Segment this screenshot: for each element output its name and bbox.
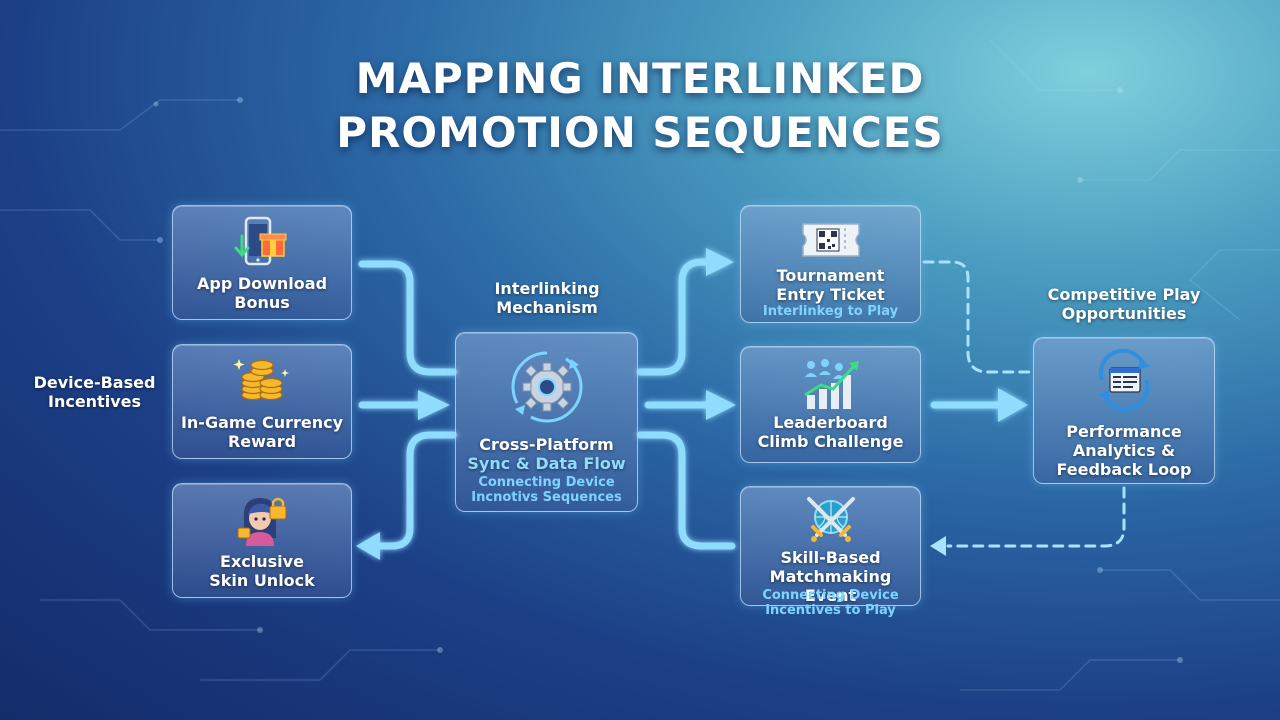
node-label-line: Analytics & [1072, 441, 1176, 460]
arrow-hub-to-tournament [636, 258, 714, 376]
node-performance-analytics[interactable]: Performance Analytics & Feedback Loop [1033, 337, 1215, 484]
leaderboard-chart-icon [803, 359, 859, 409]
node-cross-platform-hub[interactable]: Cross-Platform Sync & Data Flow Connecti… [455, 332, 638, 512]
node-label-line: Performance [1066, 422, 1182, 441]
node-app-download-bonus[interactable]: App Download Bonus [172, 205, 352, 320]
title-line-1: MAPPING INTERLINKED [355, 54, 925, 103]
section-label-line: Mechanism [496, 298, 598, 317]
gear-sync-icon [511, 351, 582, 423]
node-label-line: Matchmaking Event [769, 567, 892, 605]
node-label-line: Leaderboard [773, 413, 888, 432]
arrow-app-to-hub [358, 260, 458, 376]
title-line-2: PROMOTION SEQUENCES [336, 108, 944, 157]
node-in-game-currency-reward[interactable]: In-Game Currency Reward [172, 344, 352, 459]
page-title: MAPPING INTERLINKED PROMOTION SEQUENCES [0, 52, 1280, 160]
node-accent-label: Sync & Data Flow [460, 454, 633, 473]
node-sublabel-line: Incnotivs Sequences [471, 490, 622, 505]
node-label: Tournament Entry Ticket [745, 266, 916, 304]
node-label-line: Cross-Platform [479, 435, 614, 454]
node-label: Leaderboard Climb Challenge [745, 413, 916, 451]
section-label-line: Device-Based [33, 373, 156, 392]
node-sublabel-line: Connecting Device [478, 475, 615, 490]
node-skill-based-matchmaking[interactable]: Skill-Based Matchmaking Event Connecting… [740, 486, 921, 618]
dashed-tournament-to-analytics [922, 260, 1032, 374]
node-sublabel: Interlinkeg to Play [745, 304, 916, 319]
node-label: Exclusive Skin Unlock [177, 552, 347, 590]
phone-gift-icon [234, 216, 287, 266]
node-label-line: Skill-Based [780, 548, 881, 567]
analytics-loop-icon [1098, 348, 1150, 412]
section-label-line: Competitive Play [1047, 285, 1201, 304]
avatar-lock-icon [237, 497, 287, 546]
node-label-line: Sync & Data Flow [467, 454, 626, 473]
node-label-line: Feedback Loop [1056, 460, 1192, 479]
node-sublabel-line: Incentives to Play [765, 603, 896, 618]
crossed-swords-icon [806, 497, 855, 542]
node-sublabel-line: Interlinkeg to Play [762, 304, 899, 319]
node-label: In-Game Currency Reward [177, 413, 347, 451]
node-label-line: Entry Ticket [776, 285, 885, 304]
node-sublabel: Connecting Device Incnotivs Sequences [460, 475, 633, 505]
section-label-interlinking: Interlinking Mechanism [452, 279, 642, 317]
dashed-analytics-to-skill [946, 486, 1126, 548]
node-sublabel-line: Connecting Device [762, 588, 899, 603]
node-sublabel: Connecting Device Incentives to Play [745, 588, 916, 618]
node-label-line: Tournament [776, 266, 885, 285]
arrow-hub-to-skin [374, 431, 458, 550]
ticket-qr-icon [801, 223, 860, 257]
node-label-line: Bonus [234, 293, 290, 312]
node-label-line: Exclusive [220, 552, 304, 571]
arrow-hub-to-skill [636, 431, 736, 550]
section-label-device-incentives: Device-Based Incentives [22, 373, 167, 411]
section-label-line: Interlinking [494, 279, 600, 298]
node-label: Skill-Based Matchmaking Event [745, 548, 916, 605]
section-label-line: Incentives [47, 392, 141, 411]
node-label: Cross-Platform [460, 435, 633, 454]
node-label-line: Reward [227, 432, 297, 451]
node-label-line: App Download [196, 274, 328, 293]
section-label-competitive: Competitive Play Opportunities [1020, 285, 1228, 323]
node-label-line: Climb Challenge [757, 432, 904, 451]
node-exclusive-skin-unlock[interactable]: Exclusive Skin Unlock [172, 483, 352, 598]
node-label-line: In-Game Currency [180, 413, 344, 432]
node-leaderboard-climb-challenge[interactable]: Leaderboard Climb Challenge [740, 346, 921, 463]
node-label: Performance Analytics & Feedback Loop [1038, 422, 1210, 479]
node-tournament-entry-ticket[interactable]: Tournament Entry Ticket Interlinkeg to P… [740, 205, 921, 323]
coins-icon [233, 359, 289, 401]
node-label: App Download Bonus [177, 274, 347, 312]
node-label-line: Skin Unlock [209, 571, 315, 590]
section-label-line: Opportunities [1061, 304, 1187, 323]
